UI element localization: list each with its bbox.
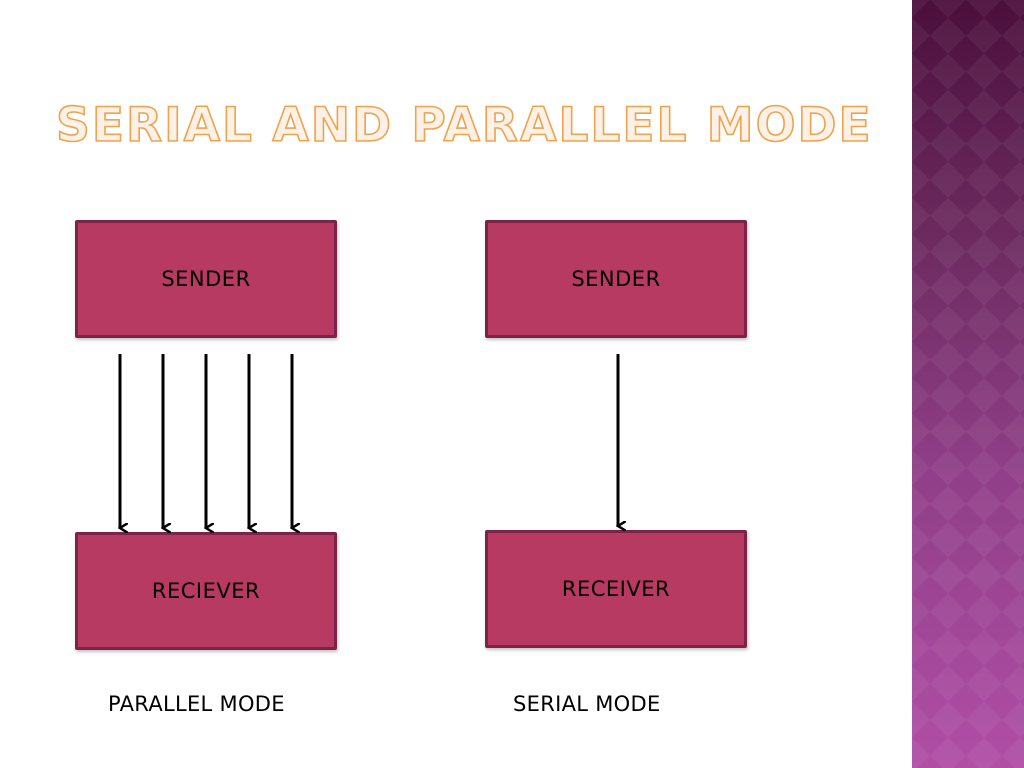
serial-receiver-box: RECEIVER [485, 530, 747, 648]
serial-sender-box: SENDER [485, 220, 747, 338]
parallel-receiver-label: RECIEVER [151, 579, 261, 603]
serial-mode-caption: SERIAL MODE [513, 692, 661, 716]
decorative-side-band [912, 0, 1024, 768]
parallel-receiver-box: RECIEVER [75, 532, 337, 650]
diamond-pattern [912, 0, 1024, 768]
parallel-sender-box: SENDER [75, 220, 337, 338]
parallel-wires-group [120, 354, 292, 528]
parallel-mode-caption: PARALLEL MODE [108, 692, 285, 716]
serial-sender-label: SENDER [571, 267, 661, 291]
slide-title: Serial and Parallel Mode [55, 98, 873, 153]
parallel-sender-label: SENDER [161, 267, 251, 291]
transfer-arrows [0, 354, 912, 768]
serial-receiver-label: RECEIVER [561, 577, 671, 601]
